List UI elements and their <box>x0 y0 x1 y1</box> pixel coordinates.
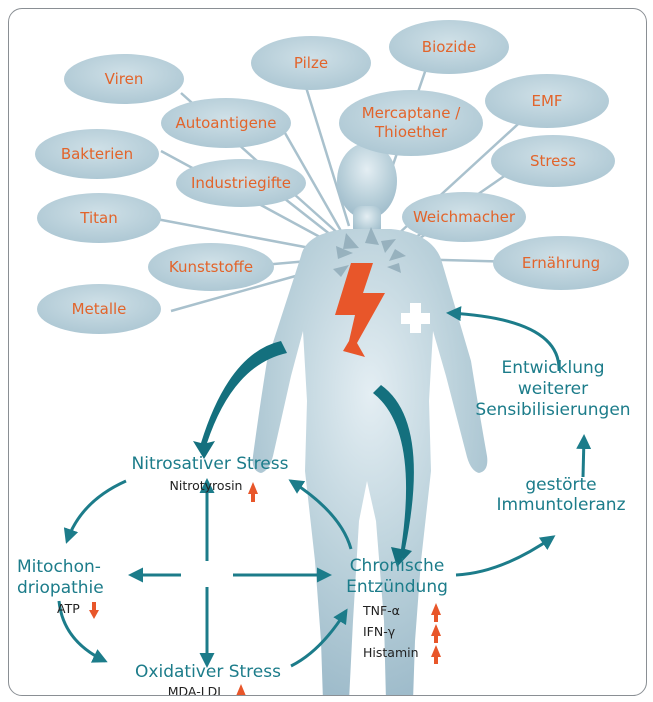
mitochondriopathy-title-2: driopathie <box>17 578 104 598</box>
immune-tolerance-line-2: Immuntoleranz <box>496 495 625 515</box>
pathway-arrows <box>57 306 592 668</box>
trigger-bubble: Biozide <box>389 20 509 74</box>
immune-tolerance-node: gestörte Immuntoleranz <box>496 475 625 515</box>
sensitization-line-2: weiterer <box>518 379 588 399</box>
mitochondriopathy-node: Mitochon- driopathie ATP <box>17 557 104 619</box>
nitrosative-stress-title: Nitrosativer Stress <box>132 454 289 474</box>
trigger-label: Autoantigene <box>175 114 276 132</box>
body-to-inflammation-arrow <box>373 385 414 567</box>
trigger-bubble: EMF <box>485 74 609 128</box>
plus-icon <box>401 303 430 333</box>
trigger-label: Pilze <box>294 54 328 72</box>
trigger-bubble: Industriegifte <box>176 159 306 207</box>
up-arrow-icon <box>431 603 441 622</box>
trigger-bubble: Kunststoffe <box>148 243 274 291</box>
trigger-label: Titan <box>79 209 117 227</box>
trigger-label: Metalle <box>72 300 127 318</box>
immune-tolerance-line-1: gestörte <box>525 475 596 495</box>
human-body-silhouette <box>252 143 488 695</box>
oxidative-stress-title: Oxidativer Stress <box>135 662 281 682</box>
oxidative-stress-node: Oxidativer Stress MDA-LDL <box>135 662 281 695</box>
trigger-bubble: Weichmacher <box>402 192 526 242</box>
chest-spikes <box>333 227 406 277</box>
sensitization-line-1: Entwicklung <box>501 358 604 378</box>
mitochondriopathy-title-1: Mitochon- <box>17 557 101 577</box>
trigger-label: Weichmacher <box>413 208 516 226</box>
trigger-label: Thioether <box>374 123 448 141</box>
chronic-inflammation-node: Chronische Entzündung TNF-α IFN-γ Histam… <box>346 556 448 664</box>
lightning-bolt-icon <box>335 263 385 357</box>
trigger-bubble: Autoantigene <box>161 98 291 148</box>
trigger-label: Stress <box>530 152 576 170</box>
trigger-bubble: Titan <box>37 193 161 243</box>
atp-label: ATP <box>57 601 80 616</box>
tnf-alpha-label: TNF-α <box>362 603 400 618</box>
chronic-inflammation-title-1: Chronische <box>350 556 445 576</box>
trigger-bubble: Pilze <box>251 36 371 90</box>
trigger-label: EMF <box>531 92 562 110</box>
trigger-bubble: Bakterien <box>35 129 159 179</box>
trigger-bubbles: Viren Pilze Biozide Autoantigene Mercapt… <box>35 20 629 334</box>
up-arrow-icon <box>431 624 441 643</box>
up-arrow-icon <box>431 645 441 664</box>
trigger-label: Kunststoffe <box>169 258 253 276</box>
trigger-bubble: Ernährung <box>493 236 629 290</box>
histamin-label: Histamin <box>363 645 419 660</box>
up-arrow-icon <box>236 684 246 695</box>
chronic-inflammation-title-2: Entzündung <box>346 577 448 597</box>
further-sensitization-node: Entwicklung weiterer Sensibilisierungen <box>475 358 630 420</box>
diagram-frame: Viren Pilze Biozide Autoantigene Mercapt… <box>8 8 647 696</box>
trigger-label: Bakterien <box>61 145 133 163</box>
ifn-gamma-label: IFN-γ <box>363 624 396 639</box>
trigger-bubble: Mercaptane / Thioether <box>339 90 483 156</box>
trigger-bubble: Viren <box>64 54 184 104</box>
nitrosative-stress-node: Nitrosativer Stress Nitrotyrosin <box>132 454 289 502</box>
trigger-label: Industriegifte <box>191 174 291 192</box>
up-arrow-icon <box>248 482 258 502</box>
trigger-bubble: Metalle <box>37 284 161 334</box>
immune-sensitization-diagram: Viren Pilze Biozide Autoantigene Mercapt… <box>17 20 631 695</box>
trigger-bubble: Stress <box>491 135 615 187</box>
trigger-label: Viren <box>105 70 144 88</box>
body-to-nitrosative-arrow <box>193 341 287 459</box>
down-arrow-icon <box>89 602 99 619</box>
sensitization-line-3: Sensibilisierungen <box>475 400 630 420</box>
nitrotyrosin-label: Nitrotyrosin <box>170 478 243 493</box>
trigger-label: Biozide <box>422 38 476 56</box>
mda-ldl-label: MDA-LDL <box>168 684 225 695</box>
trigger-label: Mercaptane / <box>362 104 462 122</box>
trigger-label: Ernährung <box>522 254 600 272</box>
